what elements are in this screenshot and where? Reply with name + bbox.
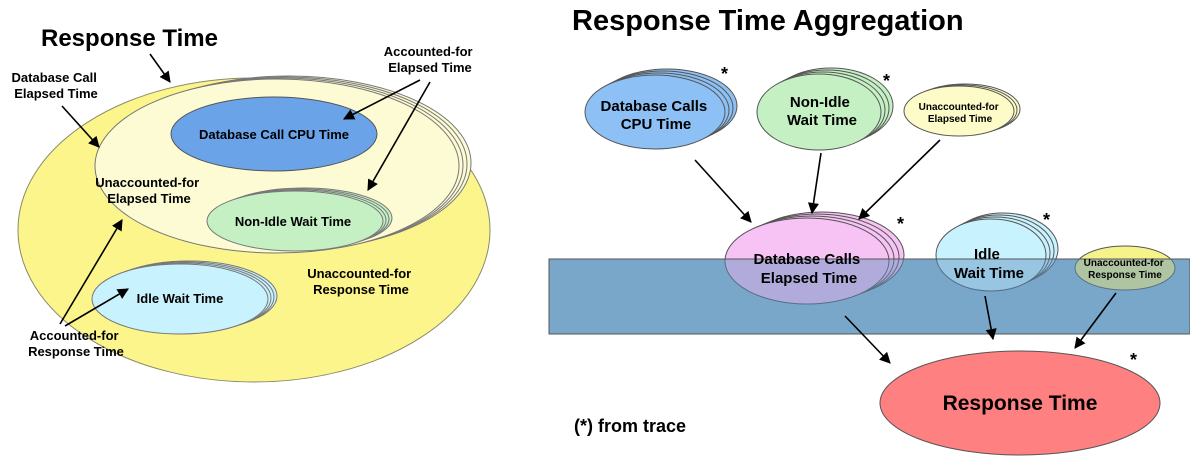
arrow-db-call-elapsed: [61, 105, 100, 148]
label-right-idle: Idle Wait Time: [954, 246, 1024, 282]
right-unaccounted-elapsed-stack: [903, 83, 1021, 137]
label-idle: Idle Wait Time: [137, 291, 224, 306]
label-db-call-elapsed: Database Call Elapsed Time: [12, 70, 101, 101]
arrow-nonidle-to-elapsed: [807, 152, 822, 215]
star-response: *: [1130, 350, 1137, 370]
label-right-db-cpu: Database Calls CPU Time: [601, 98, 712, 133]
label-accounted-elapsed: Accounted-for Elapsed Time: [384, 44, 476, 75]
label-db-cpu: Database Call CPU Time: [199, 127, 349, 142]
label-accounted-response: Accounted-for Response Time: [28, 328, 124, 359]
right-unaccounted-response-ellipse: [1074, 245, 1176, 291]
band-overlay: [548, 258, 1190, 335]
idle-wait-stack: [91, 260, 278, 335]
arrow-cpu-to-elapsed: [694, 159, 752, 223]
arrow-accounted-elapsed-nonidle: [367, 81, 431, 191]
db-calls-elapsed-stack: [724, 211, 905, 305]
right-title: Response Time Aggregation: [572, 5, 964, 37]
arrow-unaccounted-to-elapsed: [858, 139, 941, 220]
label-right-non-idle: Non-Idle Wait Time: [787, 94, 857, 129]
arrow-response-time: [149, 53, 171, 83]
star-db-cpu: *: [721, 64, 728, 84]
right-non-idle-stack: [756, 67, 894, 151]
label-right-unaccounted-response: Unaccounted-for Response Time: [1084, 258, 1167, 281]
arrow-elapsed-to-response: [844, 315, 891, 364]
trace-note: (*) from trace: [574, 416, 686, 436]
arrow-idle-to-response: [984, 295, 997, 341]
label-response-time: Response Time: [943, 392, 1098, 415]
right-idle-stack: [935, 212, 1059, 292]
star-idle: *: [1043, 210, 1050, 230]
label-unaccounted-elapsed: Unaccounted-for Elapsed Time: [95, 175, 203, 206]
arrow-unacc-resp-to-response: [1074, 292, 1117, 349]
left-diagram: Response Time Database Call Elapsed Time…: [12, 25, 491, 383]
left-title: Response Time: [41, 25, 218, 52]
arrow-accounted-response-1: [59, 219, 123, 325]
label-right-db-elapsed: Database Calls Elapsed Time: [754, 251, 865, 287]
response-time-red-ellipse: [879, 350, 1161, 456]
arrow-accounted-response-2: [64, 288, 129, 327]
right-diagram: Response Time Aggregation: [548, 5, 1190, 456]
db-call-cpu-ellipse: [170, 96, 378, 172]
star-non-idle: *: [883, 71, 890, 91]
arrow-accounted-elapsed-cpu: [343, 79, 421, 120]
non-idle-wait-stack: [206, 187, 393, 252]
label-right-unaccounted-elapsed: Unaccounted-for Elapsed Time: [919, 102, 1002, 125]
db-calls-cpu-stack: [584, 68, 738, 150]
label-non-idle: Non-Idle Wait Time: [235, 214, 351, 229]
star-db-elapsed: *: [897, 214, 904, 234]
label-unaccounted-response: Unaccounted-for Response Time: [307, 266, 415, 297]
